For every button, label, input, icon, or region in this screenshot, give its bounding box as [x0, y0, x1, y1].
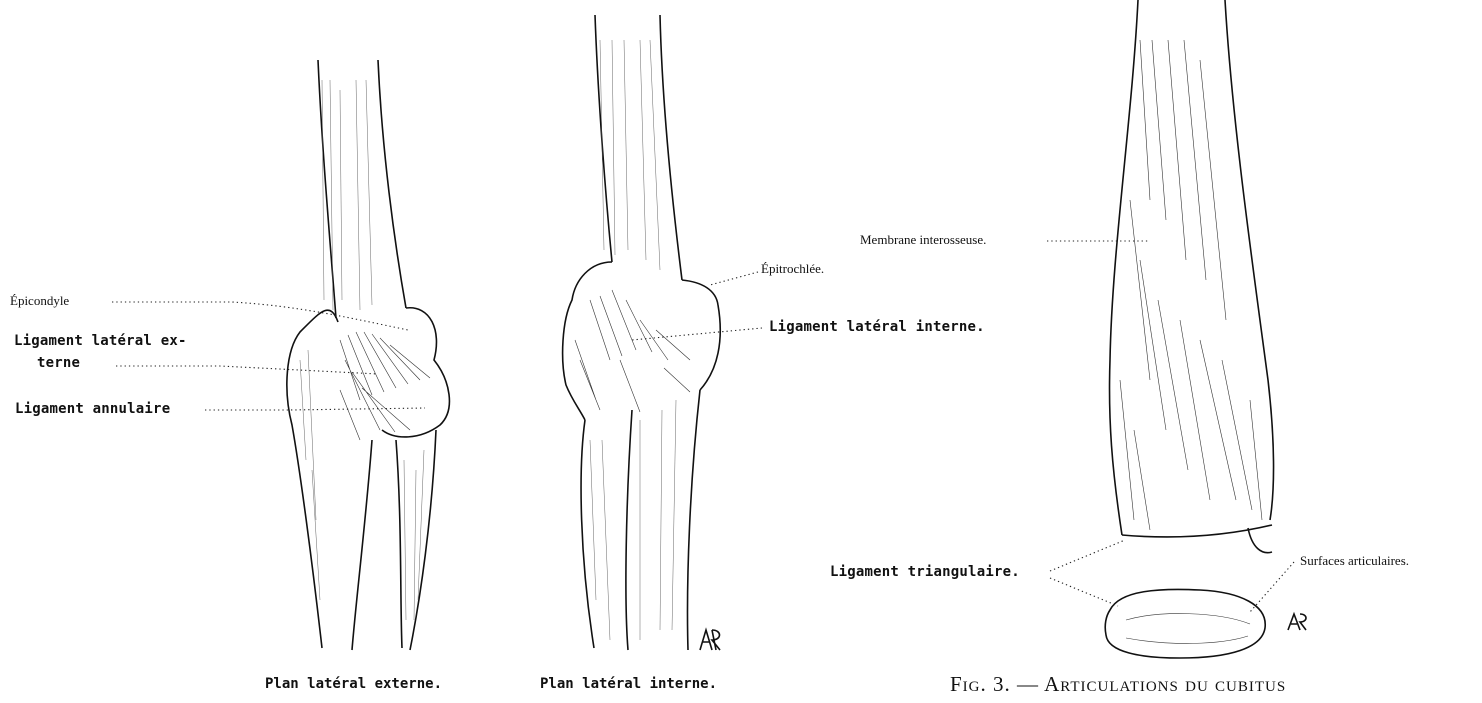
triangular-ligament-label: Ligament triangulaire.: [830, 565, 1020, 579]
lateral-internal-ligament-label: Ligament latéral interne.: [769, 320, 985, 334]
figure-caption: Fig. 3. — Articulations du cubitus: [950, 674, 1286, 695]
lateral-external-ligament-label-line1: Ligament latéral ex-: [14, 334, 187, 348]
annular-ligament-label: Ligament annulaire: [15, 402, 170, 416]
elbow-external-view: [287, 60, 450, 650]
artist-monogram: [700, 614, 1306, 650]
leader-lines: [112, 241, 1294, 612]
elbow-internal-view: [563, 15, 721, 650]
lateral-external-ligament-label-line2: terne: [37, 356, 80, 370]
caption-internal-plane: Plan latéral interne.: [540, 677, 717, 691]
caption-external-plane: Plan latéral externe.: [265, 677, 442, 691]
epicondyle-label: Épicondyle: [10, 294, 69, 307]
cubitus-view: [1105, 0, 1273, 658]
epitrochlea-label: Épitrochlée.: [761, 262, 824, 275]
interosseous-membrane-label: Membrane interosseuse.: [860, 233, 986, 246]
articular-surfaces-label: Surfaces articulaires.: [1300, 554, 1409, 567]
